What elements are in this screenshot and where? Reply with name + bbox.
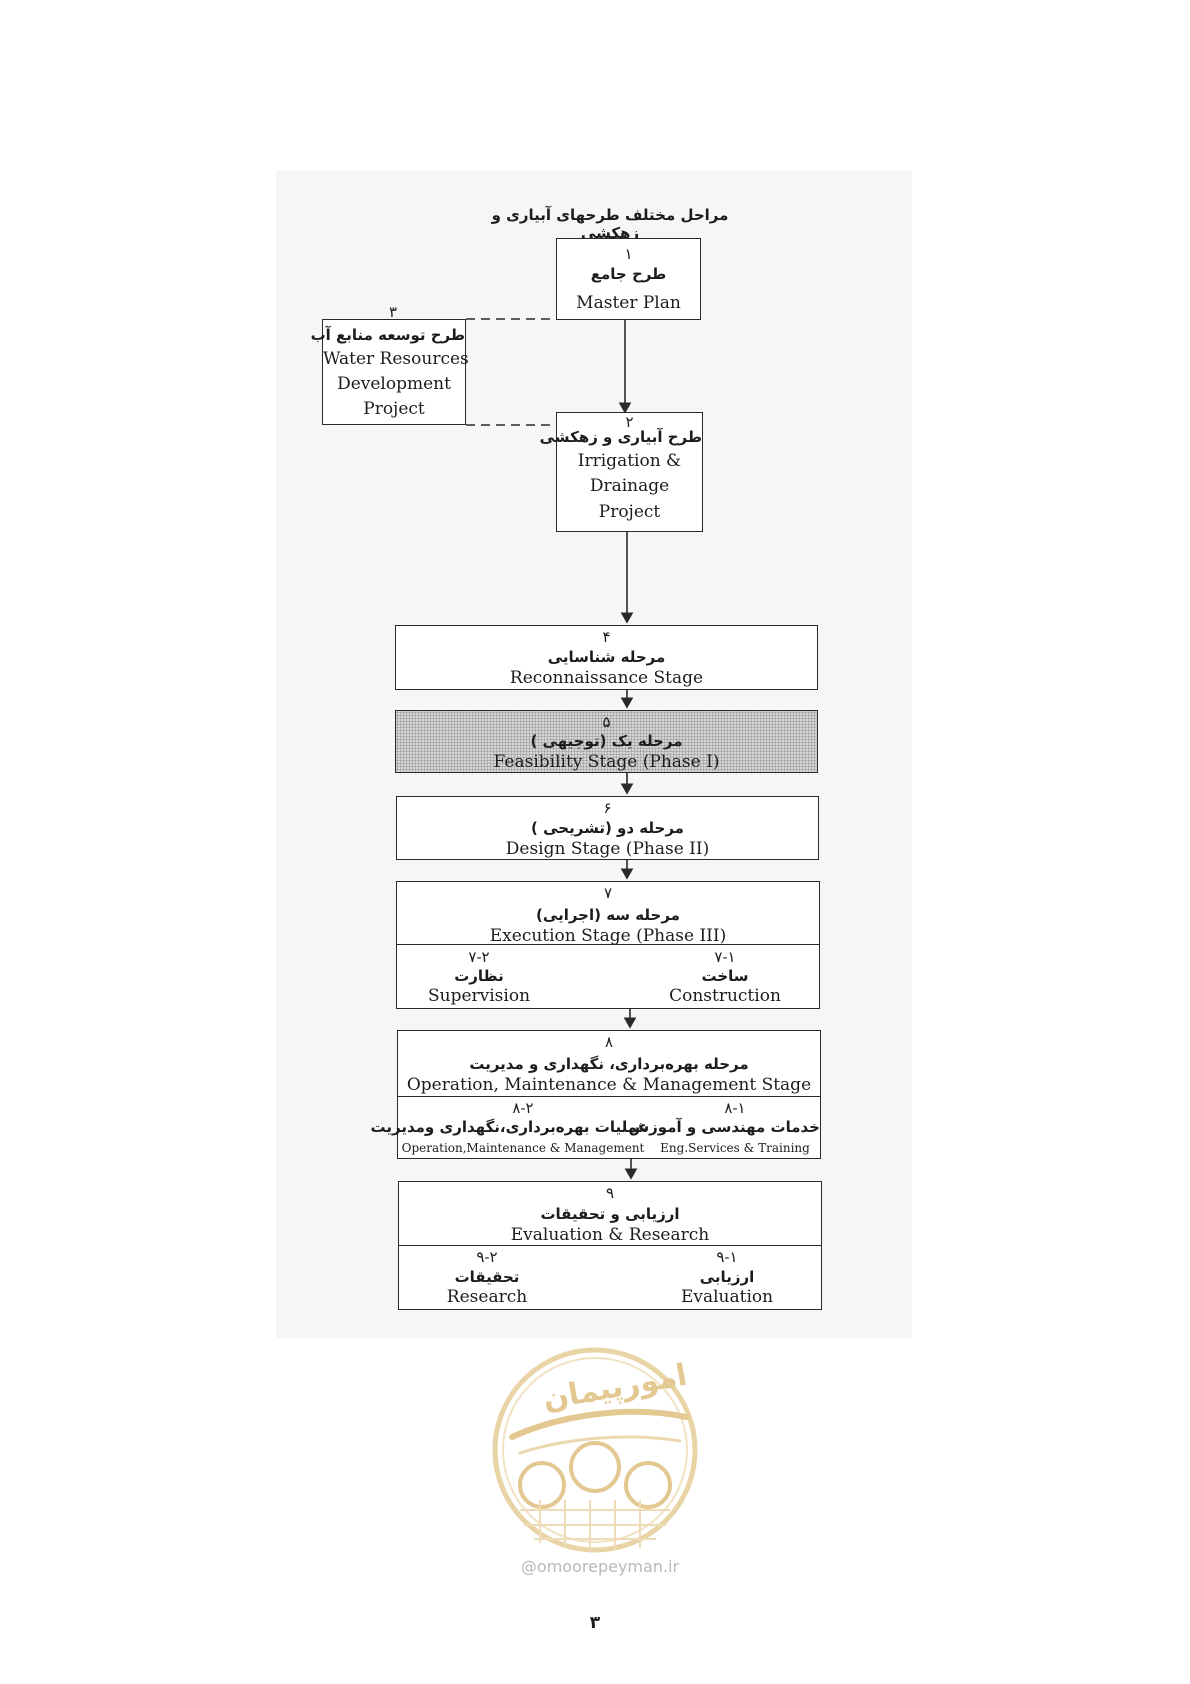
watermark-url: @omoorepeyman.ir	[500, 1557, 700, 1576]
node-irrigation-drainage: ۲ طرح آبیاری و زهکشی Irrigation & Draina…	[539, 412, 703, 532]
sub-node-label-en: Research	[446, 1287, 528, 1307]
at-icon: @	[520, 1557, 537, 1576]
node-feasibility: ۵ مرحله یک (توجیهی ) Feasibility Stage (…	[395, 710, 818, 773]
node-number: ۸	[604, 1033, 614, 1051]
sub-node-number: ۸-۱	[724, 1099, 746, 1117]
sub-node-label-en: Eng.Services & Training	[660, 1141, 810, 1155]
node-label-en-line2: Development	[337, 374, 451, 394]
divider	[399, 1245, 821, 1246]
node-number: ۲	[625, 413, 634, 431]
node-label-en-line1: Irrigation &	[577, 451, 682, 471]
sub-node-label-fa: عملیات بهره‌برداری،نگهداری ومدیریت	[370, 1118, 649, 1136]
diagram-title: مراحل مختلف طرحهای آبیاری و زهکشی	[491, 206, 729, 242]
sub-node-number: ۹-۱	[716, 1248, 738, 1266]
node-number: ۱	[624, 245, 633, 263]
node-label-en-line3: Project	[598, 502, 661, 522]
node-label-fa: طرح آبیاری و زهکشی	[539, 428, 702, 446]
node-reconnaissance: ۴ مرحله شناسایی Reconnaissance Stage	[395, 625, 818, 690]
node-evaluation: ۹ ارزیابی و تحقیقات Evaluation & Researc…	[398, 1181, 822, 1310]
node-label-en: Operation, Maintenance & Management Stag…	[406, 1075, 812, 1095]
sub-node-research: ۹-۲ تحقیقات Research	[407, 1248, 567, 1308]
sub-node-number: ۸-۲	[512, 1099, 534, 1117]
node-label-fa: طرح جامع	[590, 265, 667, 283]
watermark-url-text: omoorepeyman.ir	[536, 1557, 680, 1576]
node-label-fa: مرحله شناسایی	[547, 648, 666, 666]
sub-node-number: ۹-۲	[476, 1248, 498, 1266]
node-label-en: Execution Stage (Phase III)	[489, 926, 727, 946]
sub-node-evaluation: ۹-۱ ارزیابی Evaluation	[647, 1248, 807, 1308]
node-execution: ۷ مرحله سه (اجرایی) Execution Stage (Pha…	[396, 881, 820, 1009]
divider	[397, 944, 819, 945]
node-number: ۶	[603, 799, 612, 817]
node-label-en: Design Stage (Phase II)	[505, 839, 710, 859]
node-label-en-line3: Project	[363, 399, 425, 419]
sub-node-label-fa: ساخت	[701, 967, 749, 985]
sub-node-label-fa: تحقیقات	[454, 1268, 520, 1286]
page-number: ۳	[589, 1613, 601, 1633]
node-label-fa: ارزیابی و تحقیقات	[540, 1205, 680, 1223]
node-water-resources: طرح توسعه منابع آب Water Resources Devel…	[310, 319, 469, 425]
node-design: ۶ مرحله دو (تشریحی ) Design Stage (Phase…	[396, 796, 819, 860]
node-label-fa: طرح توسعه منابع آب	[310, 326, 465, 344]
sub-node-label-en: Evaluation	[680, 1287, 774, 1307]
node-label-fa: مرحله بهره‌برداری، نگهداری و مدیریت	[469, 1055, 749, 1073]
sub-node-label-fa: نظارت	[454, 967, 504, 985]
node-label-fa: مرحله سه (اجرایی)	[536, 906, 680, 924]
node-label-fa: مرحله دو (تشریحی )	[531, 819, 684, 837]
sub-node-supervision: ۷-۲ نظارت Supervision	[399, 948, 559, 1008]
node-label-en: Feasibility Stage (Phase I)	[493, 752, 720, 772]
sub-node-label-en: Operation,Maintenance & Management	[401, 1141, 645, 1155]
node-label-en: Master Plan	[576, 293, 681, 313]
node-label-en: Reconnaissance Stage	[509, 668, 704, 688]
sub-node-number: ۷-۲	[468, 948, 490, 966]
node-label-en-line1: Water Resources	[323, 349, 469, 369]
node-label-en-line2: Drainage	[589, 476, 670, 496]
divider	[398, 1096, 820, 1097]
watermark-logo-icon	[492, 1347, 698, 1553]
node-number-water-resources: ۳	[388, 303, 398, 321]
node-number: ۵	[602, 713, 611, 731]
sub-node-construction: ۷-۱ ساخت Construction	[645, 948, 805, 1008]
node-number: ۷	[603, 884, 613, 902]
sub-node-number: ۷-۱	[714, 948, 736, 966]
sub-node-label-en: Construction	[669, 986, 781, 1006]
sub-node-eng-services: ۸-۱ خدمات مهندسی و آموزش Eng.Services & …	[628, 1099, 820, 1159]
sub-node-operation-management: ۸-۲ عملیات بهره‌برداری،نگهداری ومدیریت O…	[370, 1099, 649, 1159]
sub-node-label-en: Supervision	[427, 986, 531, 1006]
node-operation: ۸ مرحله بهره‌برداری، نگهداری و مدیریت Op…	[370, 1030, 821, 1159]
node-number: ۹	[605, 1184, 615, 1202]
node-label-fa: مرحله یک (توجیهی )	[530, 732, 683, 750]
node-number: ۴	[602, 628, 611, 646]
node-label-en: Evaluation & Research	[510, 1225, 710, 1245]
node-master-plan: ۱ طرح جامع Master Plan	[556, 238, 701, 320]
sub-node-label-fa: خدمات مهندسی و آموزش	[628, 1118, 820, 1136]
sub-node-label-fa: ارزیابی	[699, 1268, 755, 1286]
